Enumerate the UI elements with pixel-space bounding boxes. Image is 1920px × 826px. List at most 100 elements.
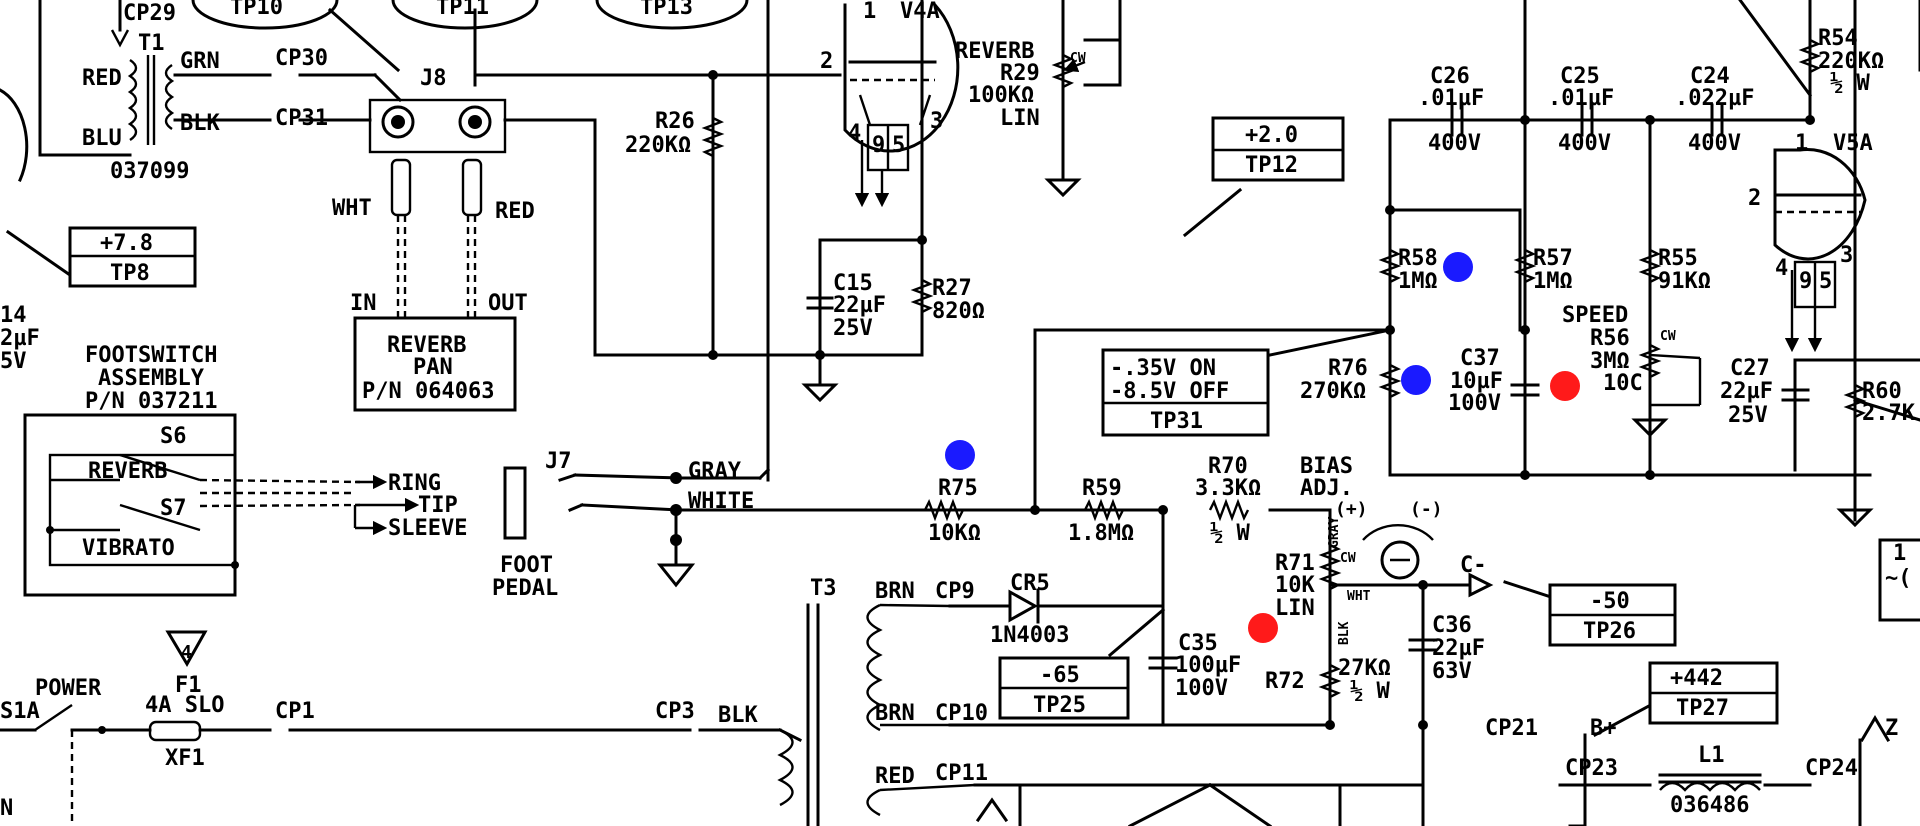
label-c27: C27 [1730, 356, 1770, 381]
bias-resistors [923, 498, 1494, 730]
label-c15-volt: 25V [833, 316, 873, 341]
label-c-minus: C- [1460, 553, 1487, 578]
label-footswitch-2: ASSEMBLY [98, 366, 205, 391]
label-r60: R60 [1862, 379, 1902, 404]
label-c15-value: 22µF [833, 293, 886, 318]
label-tp31: TP31 [1150, 409, 1203, 434]
label-vibrato: VIBRATO [82, 536, 175, 561]
label-l1: L1 [1698, 743, 1725, 768]
label-c27-value: 22µF [1720, 379, 1773, 404]
label-v4a-pin1: 1 [863, 0, 876, 24]
label-t3: T3 [810, 576, 837, 601]
label-tip: TIP [418, 493, 458, 518]
label-bias-adj: ADJ. [1300, 476, 1353, 501]
label-r29-cw: CW [1070, 51, 1086, 66]
label-reverb-pan-3: P/N 064063 [362, 379, 494, 404]
footswitch-assembly [23, 413, 420, 597]
label-tp12-value: +2.0 [1245, 123, 1298, 148]
label-tp26: TP26 [1583, 619, 1636, 644]
label-r56-taper: 10C [1603, 371, 1643, 396]
label-s6: S6 [160, 424, 187, 449]
label-r57: R57 [1533, 246, 1573, 271]
label-brn-1: BRN [875, 579, 915, 604]
tp11-marker [391, 0, 539, 30]
left-tube-edge [0, 88, 29, 182]
label-r56-cw: CW [1660, 329, 1676, 344]
label-v5a: V5A [1833, 131, 1873, 156]
label-c14: 14 [0, 303, 27, 328]
label-cp24: CP24 [1805, 756, 1858, 781]
label-r58: R58 [1398, 246, 1438, 271]
label-r59-value: 1.8MΩ [1068, 521, 1134, 546]
label-v4a: V4A [900, 0, 940, 24]
label-c14-volt: 5V [0, 349, 27, 374]
label-c15: C15 [833, 271, 873, 296]
label-c35-volt: 100V [1175, 676, 1228, 701]
label-v5a-pin5: 5 [1819, 269, 1832, 294]
label-c24: C24 [1690, 64, 1730, 89]
label-t1: T1 [138, 31, 165, 56]
v5a-tube [1773, 147, 1874, 528]
label-r71-lin: LIN [1275, 596, 1315, 621]
label-part-037099: 037099 [110, 159, 189, 184]
label-c25-volt: 400V [1558, 131, 1611, 156]
label-c26: C26 [1430, 64, 1470, 89]
label-cp11: CP11 [935, 761, 988, 786]
label-ring: RING [388, 471, 441, 496]
label-r71-blk: BLK [1337, 621, 1352, 645]
label-red-jack: RED [495, 199, 535, 224]
label-r58-value: 1MΩ [1398, 269, 1438, 294]
label-cr5-part: 1N4003 [990, 623, 1069, 648]
label-tp31-on: -.35V ON [1110, 356, 1216, 381]
label-r75-value: 10KΩ [928, 521, 981, 546]
label-r55: R55 [1658, 246, 1698, 271]
label-r71-gray: GRAY [1327, 517, 1342, 548]
label-c36-value: 22µF [1432, 636, 1485, 661]
label-c37-value: 10µF [1450, 369, 1503, 394]
label-v4a-pin2: 2 [820, 49, 833, 74]
label-speed: SPEED [1562, 303, 1628, 328]
label-t1-red: RED [82, 66, 122, 91]
label-v4a-pin9: 9 [872, 133, 885, 158]
label-r56-value: 3MΩ [1590, 349, 1630, 374]
label-r57-value: 1MΩ [1533, 269, 1573, 294]
red-marker [1248, 613, 1278, 643]
label-c27-volt: 25V [1728, 403, 1768, 428]
label-r27-value: 820Ω [932, 299, 985, 324]
r29-pot [1044, 53, 1086, 198]
label-white: WHITE [688, 489, 754, 514]
label-footswitch-1: FOOTSWITCH [85, 343, 217, 368]
label-wht: WHT [332, 196, 372, 221]
label-r54-watt: ½ W [1830, 71, 1870, 96]
label-c24-cap: .022µF [1675, 86, 1754, 111]
blue-marker [945, 440, 975, 470]
label-r56: R56 [1590, 326, 1630, 351]
label-tp27: TP27 [1676, 696, 1729, 721]
label-tp8-value: +7.8 [100, 231, 153, 256]
label-tp31-off: -8.5V OFF [1110, 379, 1229, 404]
label-c26-value: .01µF [1418, 86, 1484, 111]
label-v4a-pin5: 5 [892, 133, 905, 158]
label-cp21: CP21 [1485, 716, 1538, 741]
label-r70-value: 3.3KΩ [1195, 476, 1261, 501]
transformer-t3 [777, 588, 1040, 826]
label-v4a-pin4: 4 [848, 121, 861, 146]
label-v5a-pin3: 3 [1840, 243, 1853, 268]
tp10-marker [191, 0, 339, 30]
label-r72: R72 [1265, 669, 1305, 694]
label-bias: BIAS [1300, 454, 1353, 479]
label-r71-cw: CW [1340, 551, 1356, 566]
label-c26-volt: 400V [1428, 131, 1481, 156]
label-c37: C37 [1460, 346, 1500, 371]
power-section [34, 630, 1891, 826]
label-red-cp11: RED [875, 764, 915, 789]
label-r55-value: 91KΩ [1658, 269, 1711, 294]
label-tp25: TP25 [1033, 693, 1086, 718]
label-cp1: CP1 [275, 699, 315, 724]
label-cp31: CP31 [275, 106, 328, 131]
label-t1-grn: GRN [180, 49, 220, 74]
label-r26-value: 220KΩ [625, 133, 691, 158]
label-cp3: CP3 [655, 699, 695, 724]
